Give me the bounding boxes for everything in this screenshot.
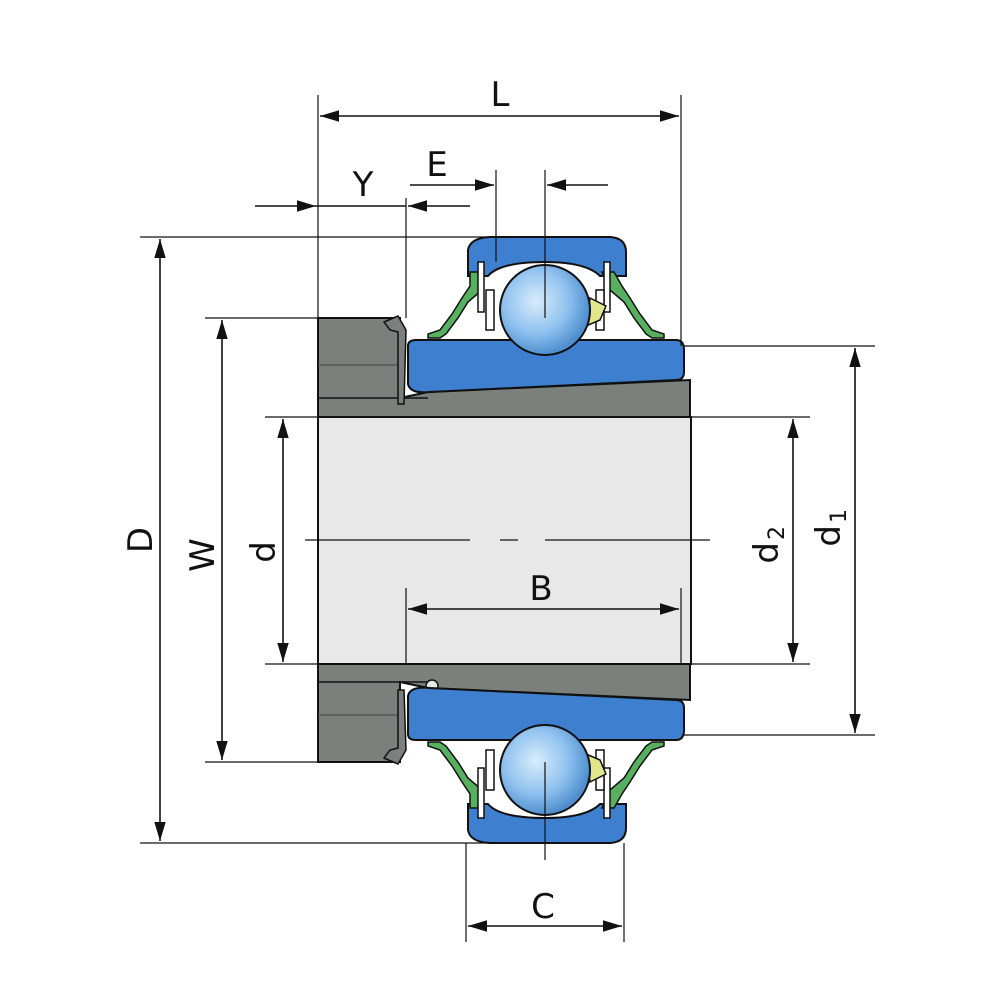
svg-text:d: d <box>747 542 787 564</box>
collar-bottom <box>317 663 691 763</box>
seal-left-bottom <box>427 741 495 819</box>
svg-text:1: 1 <box>827 509 852 523</box>
label-W: W <box>183 538 223 572</box>
label-d2: d 2 <box>747 526 790 564</box>
set-screw-bottom <box>382 689 407 765</box>
label-d1: d 1 <box>809 509 852 547</box>
outer-ring-bottom <box>467 803 627 844</box>
seal-left-top <box>427 261 495 339</box>
label-E: E <box>426 145 447 185</box>
label-B: B <box>529 569 552 609</box>
svg-text:2: 2 <box>765 526 790 540</box>
seal-right-top <box>595 261 665 339</box>
inner-ring-top <box>407 339 685 394</box>
label-d: d <box>244 541 284 563</box>
inner-ring-bottom <box>407 686 685 741</box>
label-D: D <box>121 527 161 553</box>
label-L: L <box>491 75 510 115</box>
svg-text:d: d <box>809 525 849 547</box>
seal-right-bottom <box>595 741 665 819</box>
label-C: C <box>531 887 555 927</box>
set-screw-top <box>382 315 407 405</box>
label-Y: Y <box>352 165 374 205</box>
